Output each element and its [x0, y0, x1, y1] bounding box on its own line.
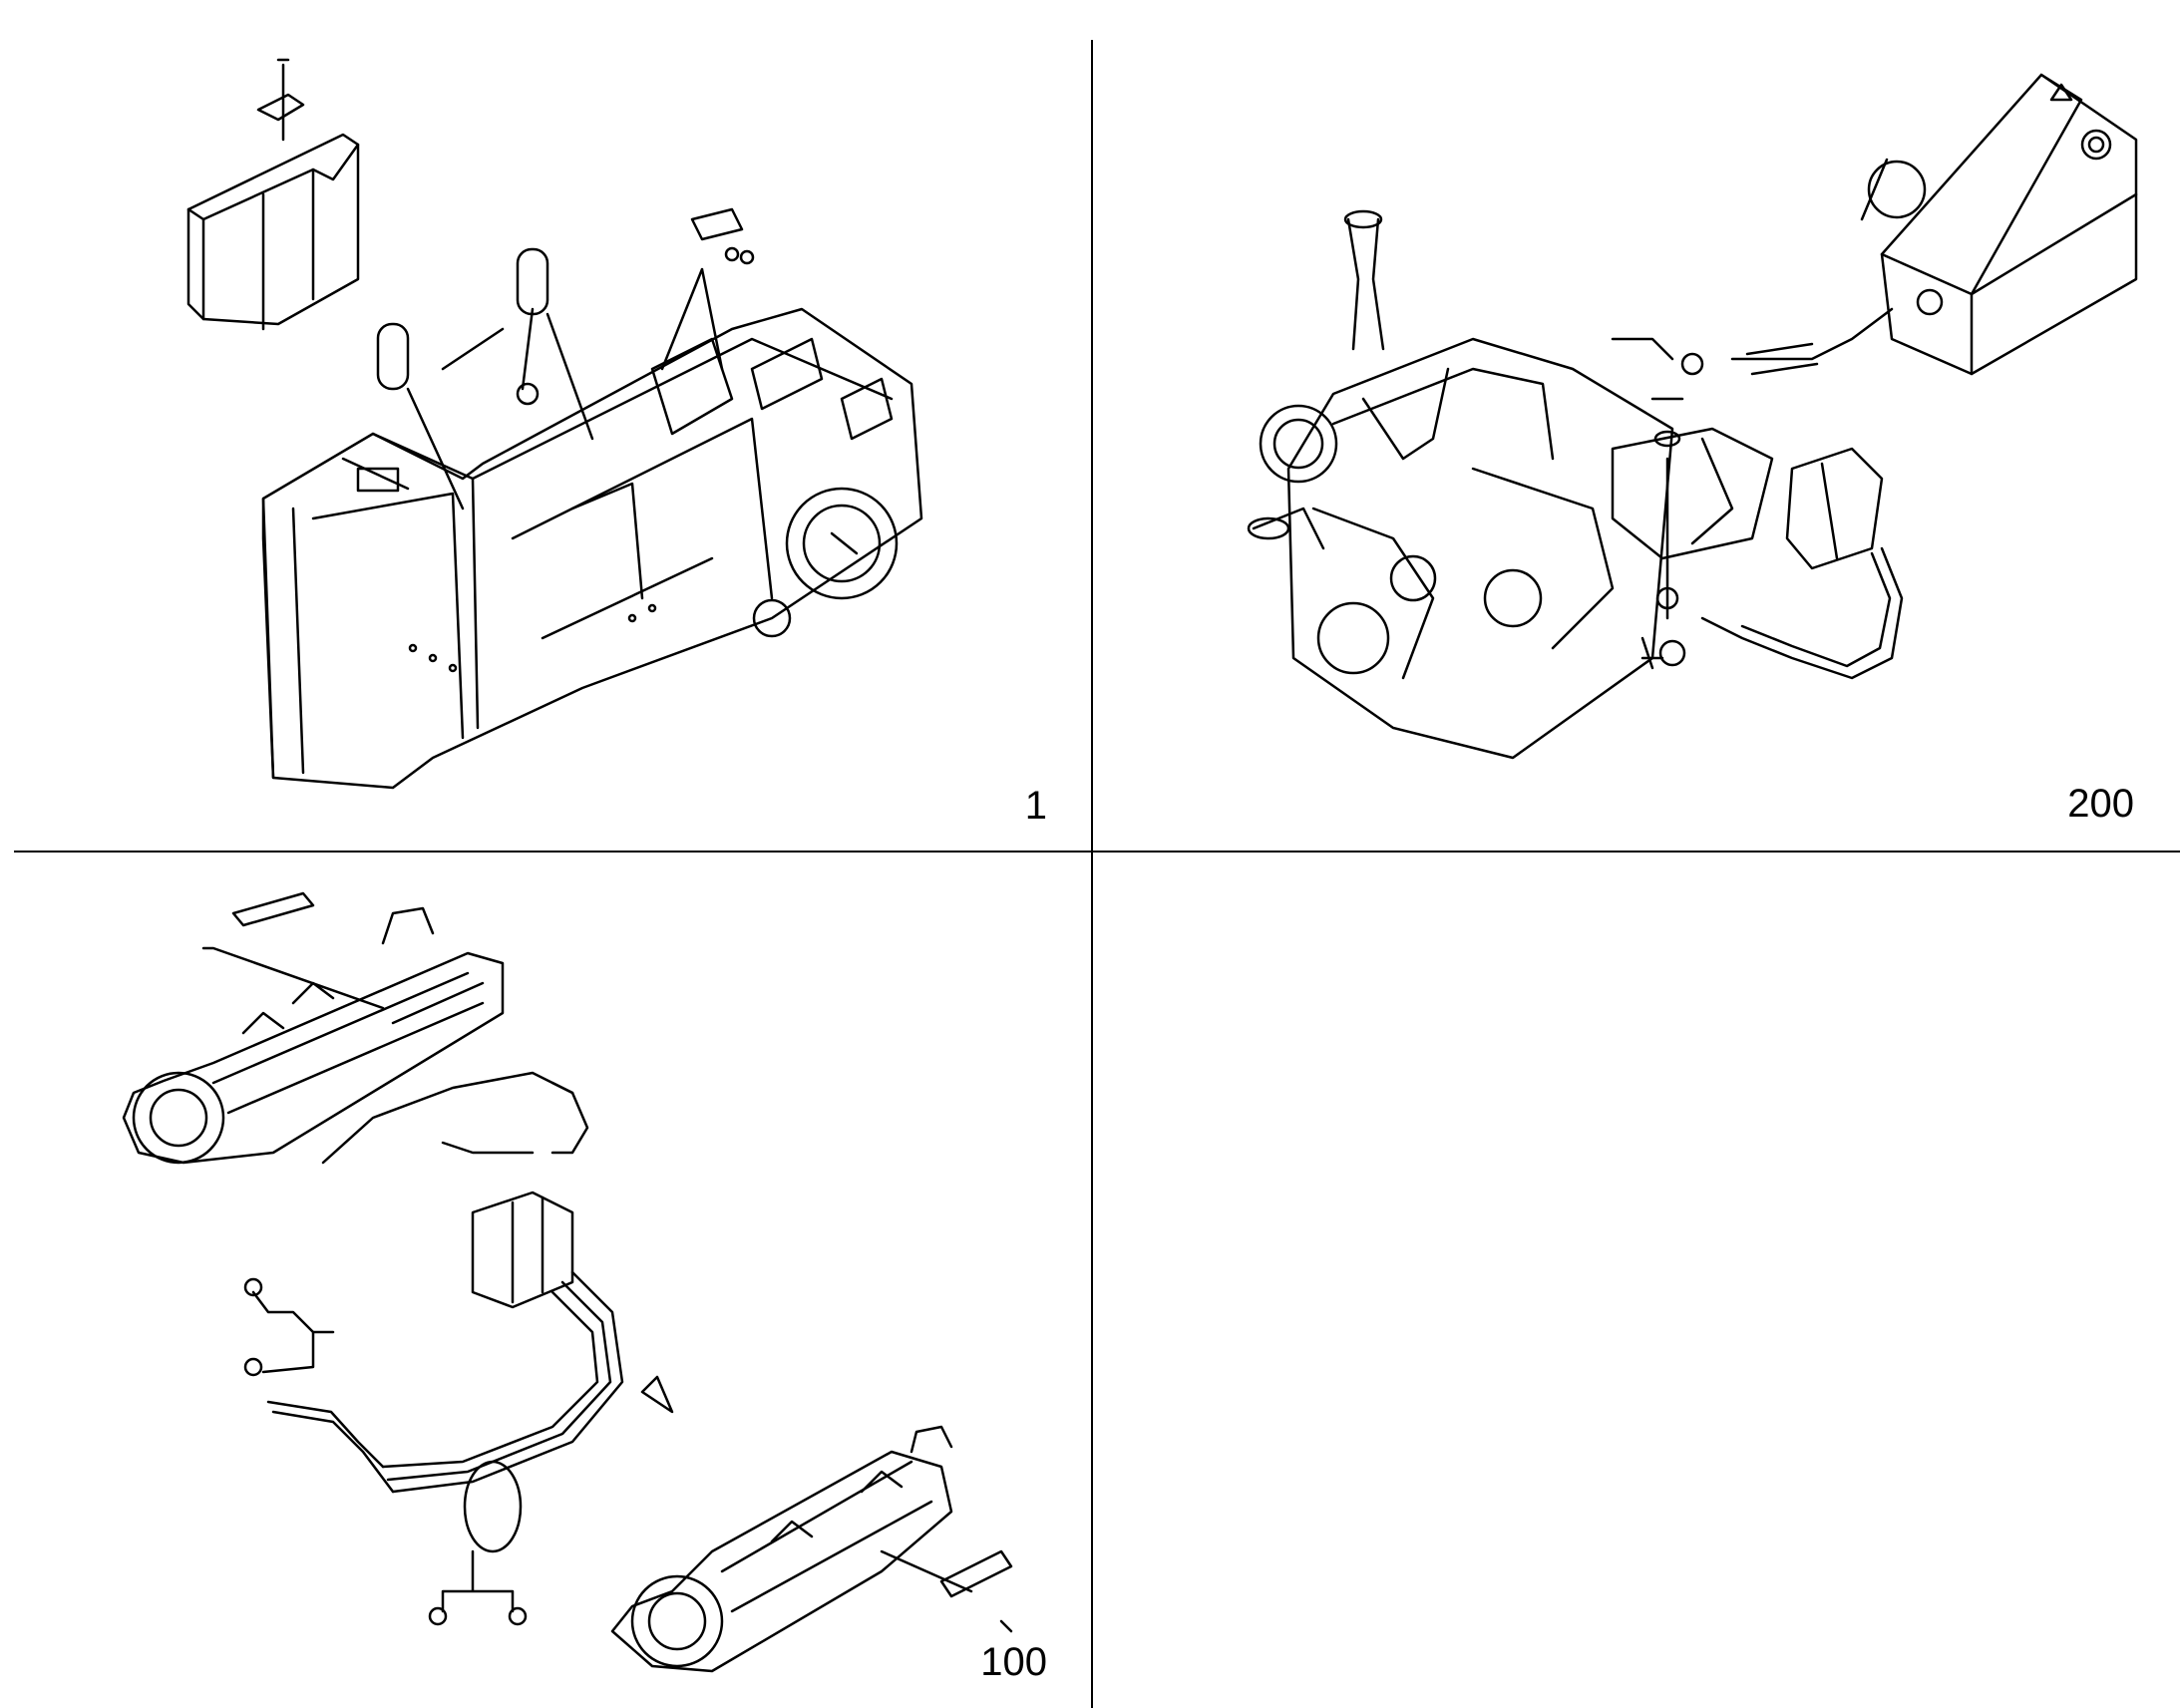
track-frames-and-hydraulic-lines-exploded-view-icon	[14, 854, 1089, 1708]
horizontal-divider	[14, 851, 2180, 853]
panel-engine[interactable]: 200	[1094, 40, 2180, 848]
panel-reference-number: 200	[2067, 782, 2134, 826]
panel-reference-number: 1	[1024, 784, 1047, 828]
vertical-divider	[1091, 40, 1093, 1708]
engine-and-fuel-tank-exploded-view-icon	[1094, 40, 2180, 848]
panel-reference-number: 100	[980, 1640, 1047, 1684]
chassis-frame-exploded-view-icon	[14, 40, 1089, 848]
panel-empty	[1094, 854, 2180, 1708]
panel-tracks[interactable]: 100	[14, 854, 1089, 1708]
panel-frame[interactable]: 1	[14, 40, 1089, 848]
